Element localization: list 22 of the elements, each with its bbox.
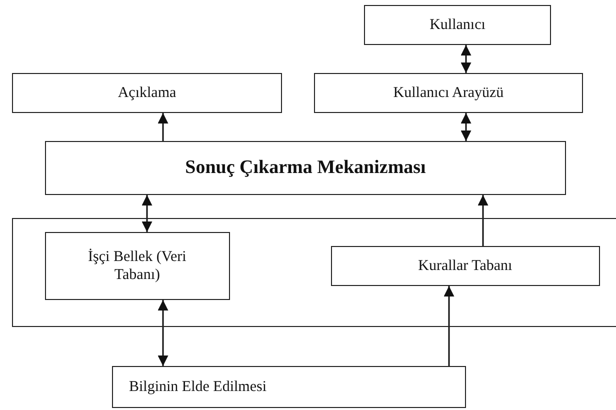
arrow [142,195,152,232]
arrow [158,113,168,141]
box-label: Bilginin Elde Edilmesi [129,378,266,396]
box-label: İşçi Bellek (Veri Tabanı) [87,248,188,284]
group-frame [12,218,616,327]
box-label: Kullanıcı Arayüzü [393,84,504,102]
box-label: Kurallar Tabanı [418,256,512,275]
process-box [45,141,566,195]
process-box [330,246,600,286]
process-box [112,366,466,408]
process-box [314,73,583,113]
arrow [478,195,488,246]
arrow [444,286,454,366]
process-box [364,5,551,45]
box-label: Kullanıcı [430,16,486,34]
box-label: Sonuç Çıkarma Mekanizması [185,156,426,180]
process-box [12,73,282,113]
arrow [158,300,168,366]
box-label: Açıklama [118,84,176,102]
arrow [460,45,472,73]
process-box [44,232,230,300]
arrow [460,113,472,141]
